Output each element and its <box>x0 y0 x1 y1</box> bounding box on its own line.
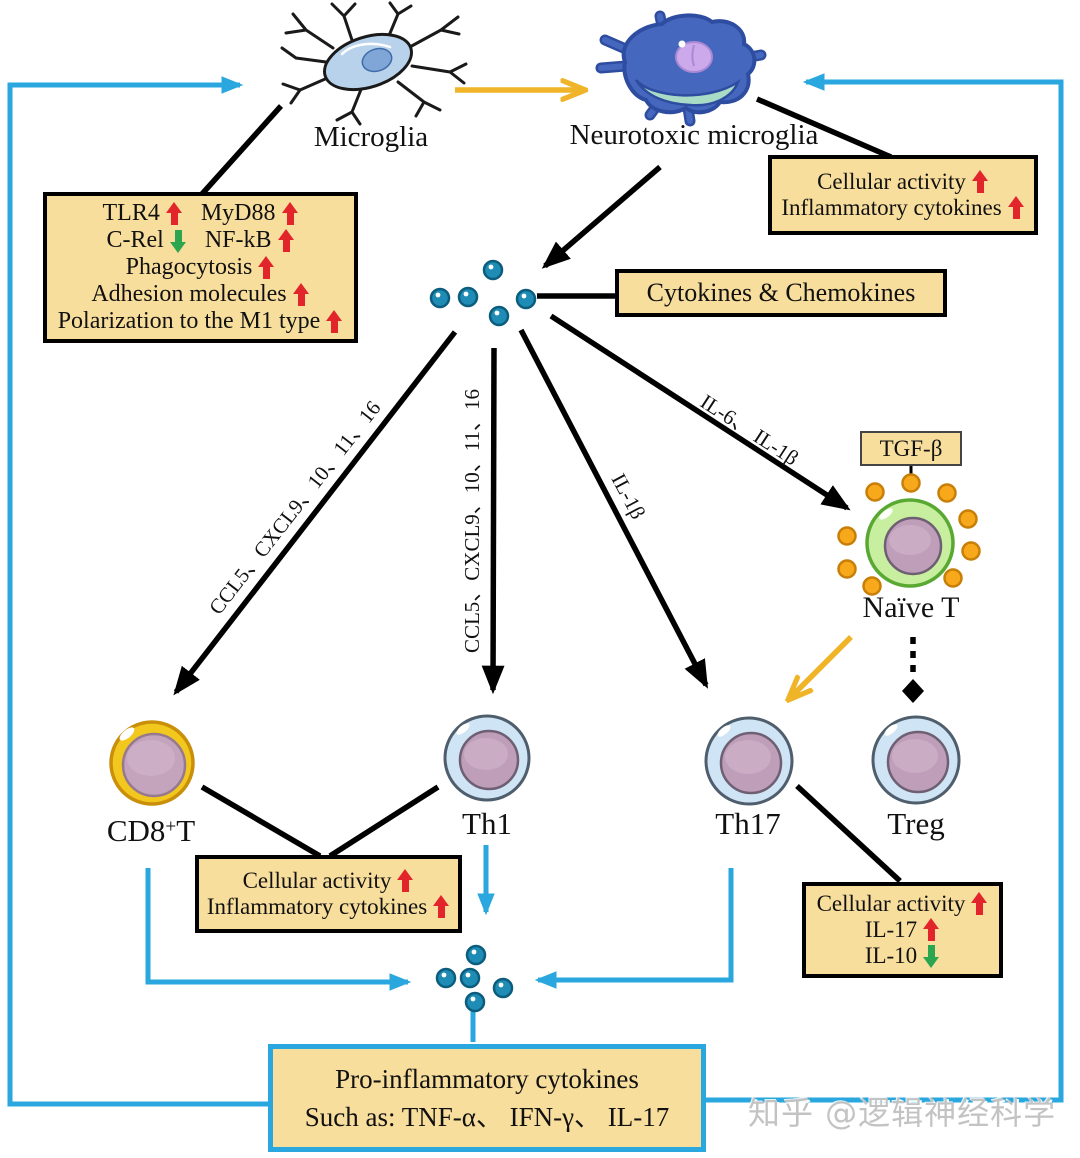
neurotoxic-microglia-cell-illustration <box>595 10 767 127</box>
change-row: IL-17 <box>865 917 940 943</box>
tgf-beta-label: TGF-β <box>879 435 943 461</box>
th1-cell-illustration <box>443 714 531 802</box>
cd8t-label-base: CD8 <box>106 813 166 848</box>
cd8t-midbox-connector <box>200 784 322 859</box>
microglia-box-connector <box>199 104 284 196</box>
th1-midbox-connector <box>328 784 440 859</box>
change-row: Polarization to the M1 type <box>58 308 344 335</box>
change-row: Phagocytosis <box>126 254 276 281</box>
pro-inflammatory-line1: Pro-inflammatory cytokines <box>335 1064 639 1094</box>
th17-box-connector <box>795 783 902 884</box>
naive-t-label: Naïve T <box>862 591 960 624</box>
increase-arrow-icon <box>277 228 295 253</box>
black-connectors <box>173 96 916 884</box>
change-label: Polarization to the M1 type <box>57 308 321 334</box>
decrease-arrow-icon <box>170 229 187 253</box>
decrease-arrow-icon <box>923 944 940 968</box>
pro-inflammatory-cytokines-box: Pro-inflammatory cytokines Such as: TNF-… <box>268 1044 706 1152</box>
watermark-text: 知乎 @逻辑神经科学 <box>748 1094 1057 1132</box>
microglia-cell-illustration <box>280 1 468 126</box>
cd8t-label: CD8+T <box>66 813 236 849</box>
change-label: NF-kB <box>204 227 272 253</box>
dots-to-th1-arrow <box>481 347 505 695</box>
treg-cell-illustration <box>871 715 961 805</box>
increase-arrow-icon <box>923 918 940 942</box>
change-row: Cellular activity <box>817 169 989 195</box>
change-label: Inflammatory cytokines <box>206 894 428 919</box>
change-label: IL-17 <box>864 917 918 942</box>
change-row: Cellular activity <box>817 891 989 917</box>
change-row: TLR4 MyD88 <box>103 200 299 227</box>
cytokines-chemokines-label: Cytokines & Chemokines <box>646 278 916 307</box>
change-label: TLR4 <box>102 200 160 226</box>
change-label: Inflammatory cytokines <box>781 195 1002 220</box>
neurotoxic-to-dots-arrow <box>541 164 662 269</box>
th17-changes-box: Cellular activity IL-17 IL-10 <box>802 882 1003 978</box>
change-row: Inflammatory cytokines <box>207 894 450 920</box>
increase-arrow-icon <box>433 895 450 919</box>
naive-t-cell-illustration <box>865 498 955 588</box>
feedback-left-border-arrow <box>7 76 270 1107</box>
cd8t-label-sup: + <box>165 816 177 838</box>
th17-label: Th17 <box>715 806 781 841</box>
dashed-arrow-diamond-head <box>902 679 924 703</box>
increase-arrow-icon <box>397 869 414 893</box>
tgf-beta-molecule-dots <box>837 473 981 596</box>
naivet-to-th17-arrow <box>789 635 853 699</box>
increase-arrow-icon <box>165 201 183 226</box>
cytokine-dots-top <box>429 259 537 327</box>
tgf-beta-box: TGF-β <box>860 431 962 466</box>
cytokines-chemokines-box: Cytokines & Chemokines <box>615 269 947 317</box>
dots-to-naivet-arrow <box>549 313 851 511</box>
neurotoxic-box-connector <box>755 96 893 160</box>
change-label: Cellular activity <box>242 868 392 893</box>
neurotoxic-changes-box: Cellular activity Inflammatory cytokines <box>768 155 1038 235</box>
change-label: Adhesion molecules <box>91 281 287 307</box>
microglia-changes-box: TLR4 MyD88 C-Rel NF-kB Phagocytosis Adhe… <box>43 192 358 343</box>
feedback-right-border-arrow <box>703 73 1064 1103</box>
cd8t-cell-illustration <box>109 720 195 806</box>
t-cell-changes-box: Cellular activity Inflammatory cytokines <box>195 855 462 933</box>
blue-feedback-loop <box>7 73 1064 1107</box>
change-row: IL-10 <box>865 943 940 969</box>
increase-arrow-icon <box>326 309 343 334</box>
neurotoxic-microglia-label: Neurotoxic microglia <box>569 119 819 151</box>
increase-arrow-icon <box>258 255 275 280</box>
increase-arrow-icon <box>971 892 988 916</box>
th1-label: Th1 <box>462 806 512 841</box>
increase-arrow-icon <box>292 282 310 307</box>
increase-arrow-icon <box>1007 196 1025 220</box>
increase-arrow-icon <box>281 201 299 226</box>
change-label: C-Rel <box>106 227 164 253</box>
increase-arrow-icon <box>971 170 989 194</box>
change-label: MyD88 <box>200 200 276 226</box>
pro-inflammatory-line2: Such as: TNF-α、 IFN-γ、 IL-17 <box>304 1102 670 1132</box>
change-label: IL-10 <box>864 943 918 968</box>
treg-label: Treg <box>887 806 945 841</box>
change-row: Cellular activity <box>243 868 415 894</box>
th17-output-arrow <box>534 868 734 989</box>
change-row: C-Rel NF-kB <box>106 227 294 254</box>
change-row: Inflammatory cytokines <box>781 195 1024 221</box>
yellow-arrows <box>455 90 853 699</box>
change-label: Cellular activity <box>817 169 966 194</box>
microglia-label: Microglia <box>313 121 429 153</box>
cd8t-output-arrow <box>145 868 412 991</box>
change-label: Phagocytosis <box>125 254 253 280</box>
change-row: Adhesion molecules <box>91 281 309 308</box>
chemokine-label-to-th1: CCL5、CXCL9、10、11、16 <box>460 388 484 654</box>
dots-to-th17-arrow <box>518 328 709 689</box>
cd8t-label-tail: T <box>176 813 196 848</box>
dots-to-cd8t-arrow <box>173 330 458 696</box>
th17-cell-illustration <box>704 716 794 806</box>
change-label: Cellular activity <box>816 891 966 916</box>
cytokine-dots-bottom <box>435 944 514 1013</box>
